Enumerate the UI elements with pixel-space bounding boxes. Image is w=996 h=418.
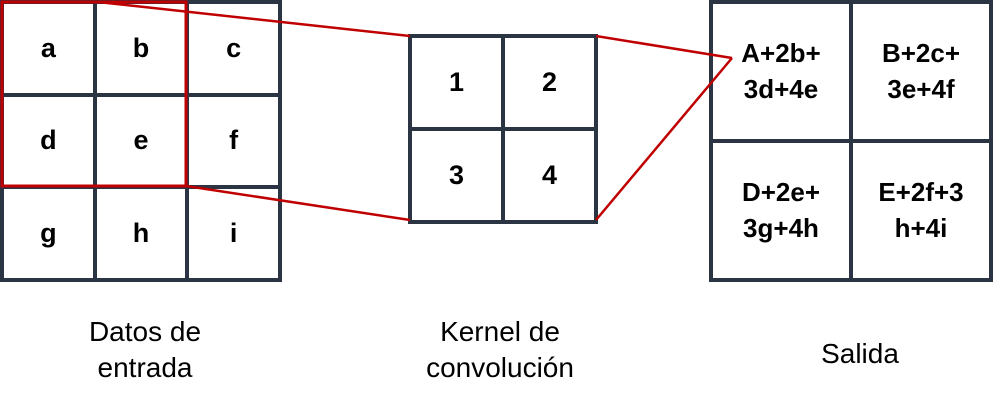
input-data-grid: a b c d e f g h i xyxy=(0,0,282,282)
input-cell-i: i xyxy=(189,189,278,278)
output-cell-2: B+2c+ 3e+4f xyxy=(853,4,989,139)
output-grid: A+2b+ 3d+4e B+2c+ 3e+4f D+2e+ 3g+4h E+2f… xyxy=(709,0,993,282)
input-cell-h: h xyxy=(96,189,186,278)
input-cell-f: f xyxy=(189,96,278,186)
input-caption-line2: entrada xyxy=(97,352,193,384)
input-cell-g: g xyxy=(4,189,93,278)
input-cell-a: a xyxy=(4,4,93,93)
input-cell-c: c xyxy=(189,4,278,93)
input-cell-d: d xyxy=(4,96,93,186)
convolution-kernel-grid: 1 2 3 4 xyxy=(408,34,598,224)
kernel-caption: Kernel de convolución xyxy=(380,314,620,387)
input-caption-line1: Datos de xyxy=(88,316,202,347)
output-cell-1: A+2b+ 3d+4e xyxy=(713,4,849,139)
output-cell-3: D+2e+ 3g+4h xyxy=(713,143,849,278)
kernel-cell-3: 3 xyxy=(412,131,501,220)
output-caption: Salida xyxy=(821,338,899,369)
kernel-cell-2: 2 xyxy=(505,38,594,127)
kernel-cell-4: 4 xyxy=(505,131,594,220)
kernel-caption-line2: convolución xyxy=(426,352,574,384)
input-cell-e: e xyxy=(96,96,186,186)
input-caption: Datos de entrada xyxy=(40,314,250,387)
output-cell-4: E+2f+3 h+4i xyxy=(853,143,989,278)
kernel-caption-line1: Kernel de xyxy=(440,316,560,347)
kernel-cell-1: 1 xyxy=(412,38,501,127)
input-cell-b: b xyxy=(96,4,186,93)
